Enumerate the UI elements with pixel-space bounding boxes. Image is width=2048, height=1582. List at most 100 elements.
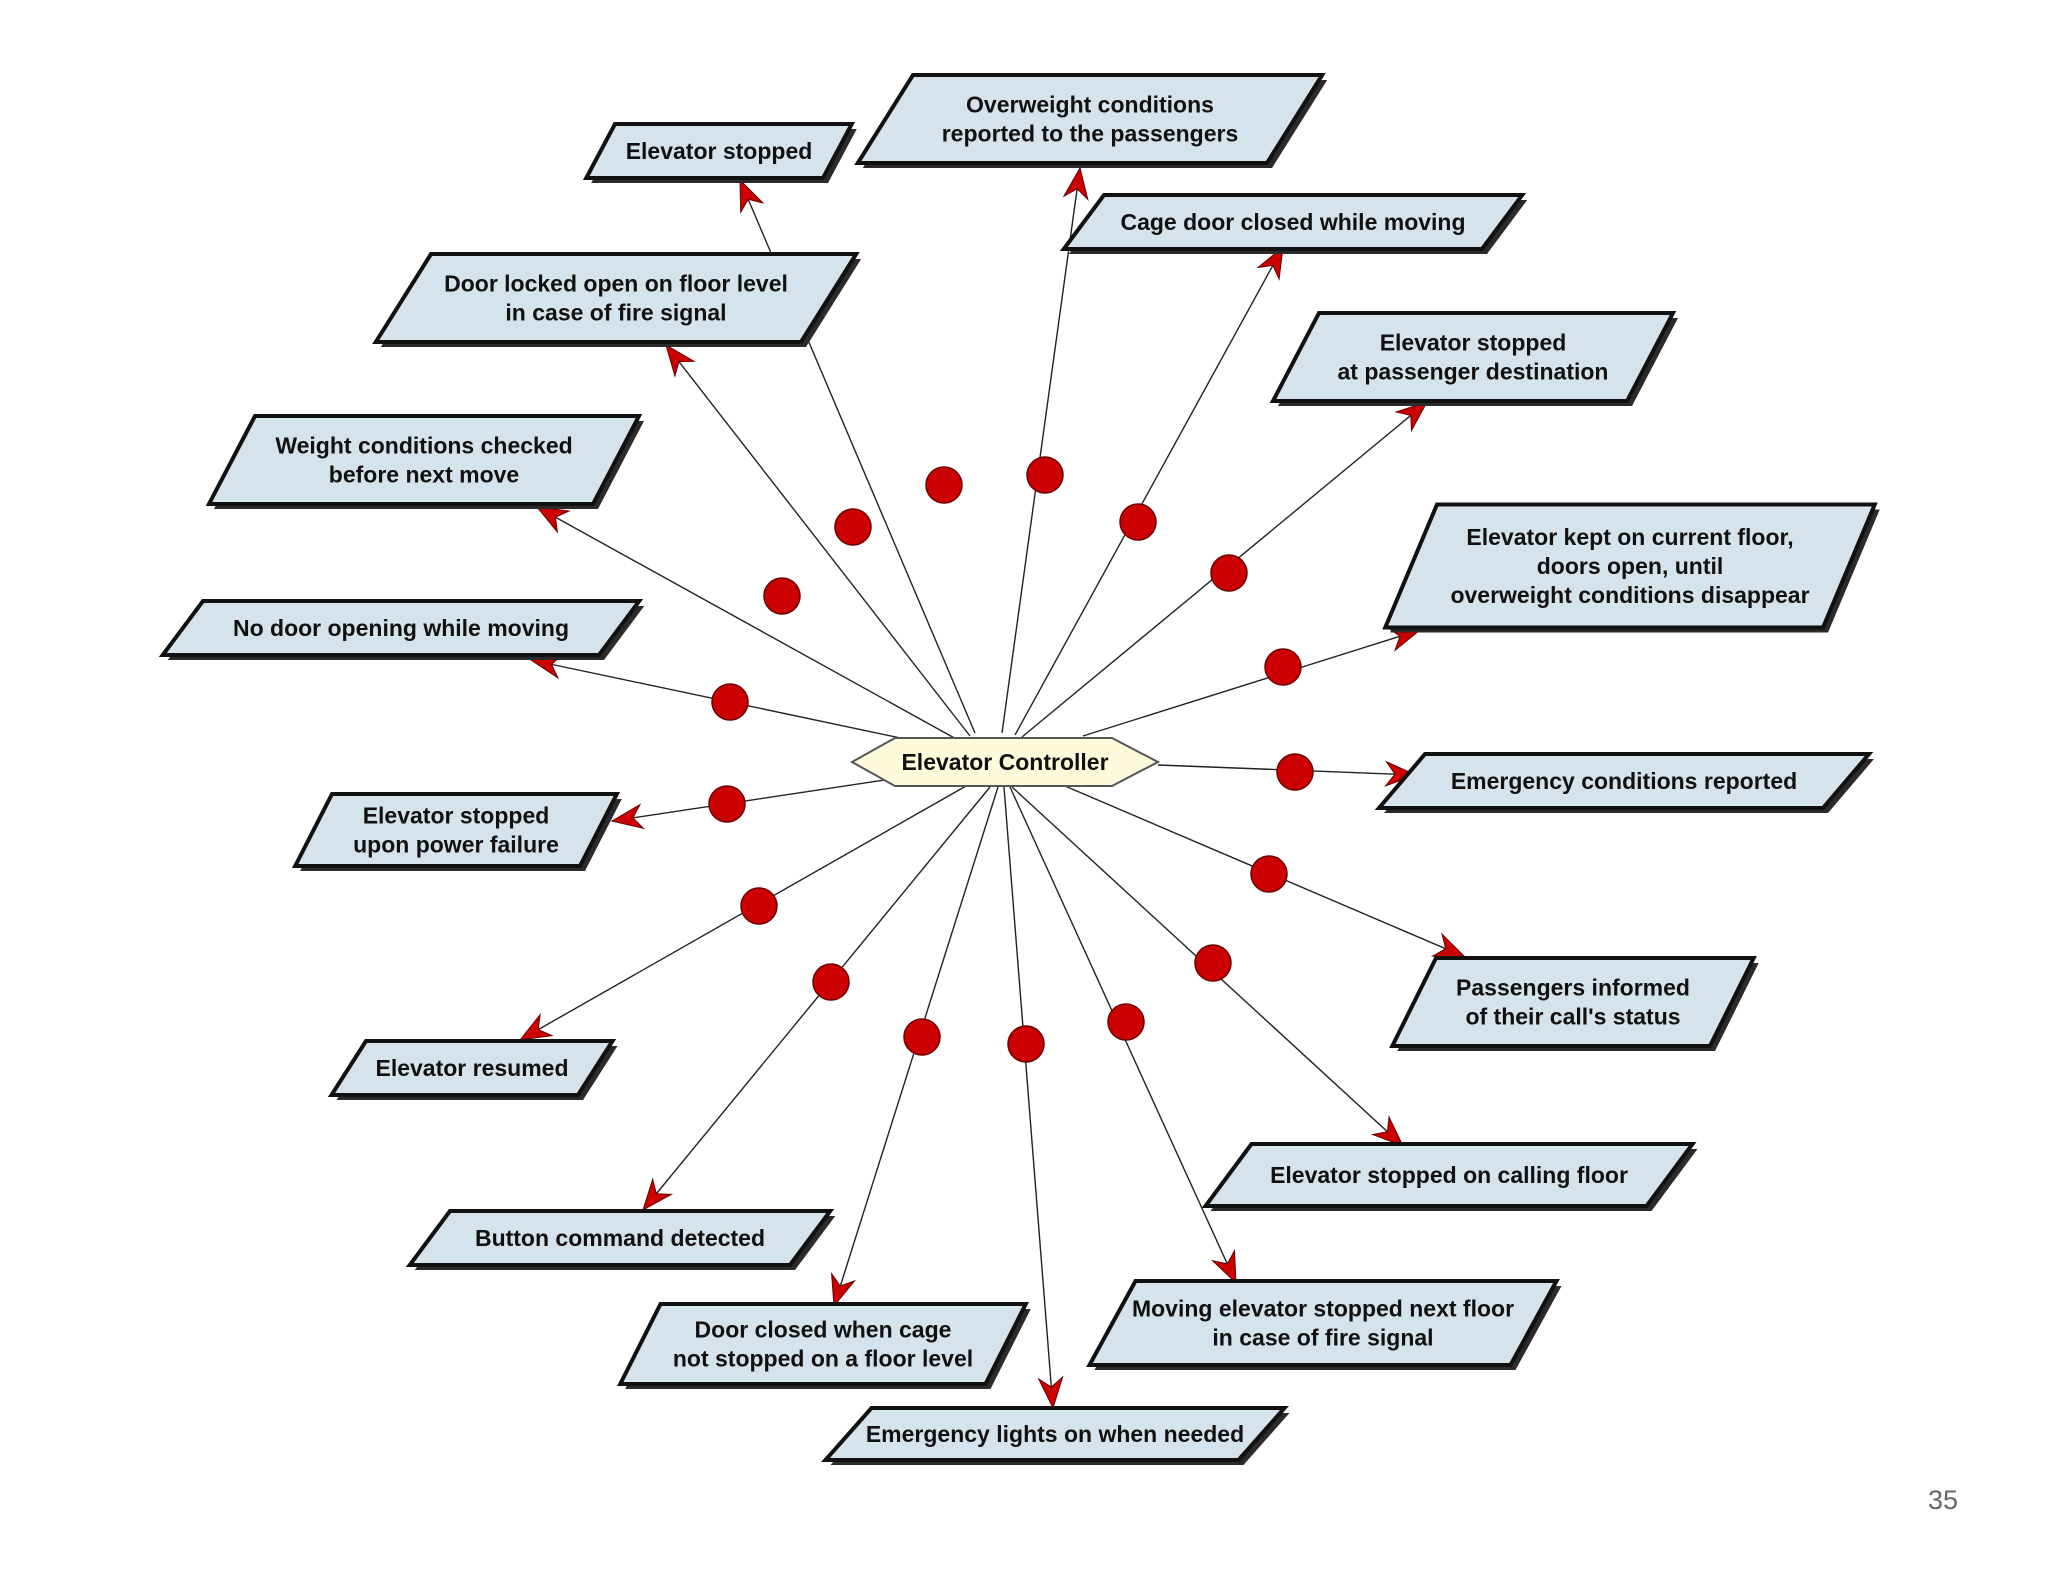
- box-shape: [1086, 1279, 1560, 1367]
- outcome-label: Elevator stopped: [363, 803, 550, 829]
- connector-line: [611, 777, 899, 822]
- outcome-box: Moving elevator stopped next floor in cas…: [1086, 1279, 1562, 1370]
- edges-layer: [518, 166, 1467, 1410]
- arrowhead-icon: [1210, 1248, 1237, 1285]
- outcome-box: Elevator resumed: [327, 1039, 618, 1100]
- outcome-label: not stopped on a floor level: [673, 1346, 973, 1372]
- outcome-box: Elevator stopped: [582, 122, 857, 183]
- box-shape: [854, 73, 1326, 165]
- outcome-label: Moving elevator stopped next floor: [1132, 1296, 1514, 1322]
- outcome-box: Button command detected: [405, 1209, 836, 1270]
- transition-dot: [1026, 456, 1064, 494]
- transition-dot: [1210, 554, 1248, 592]
- outcome-label: Weight conditions checked: [275, 433, 572, 459]
- box-shape: [327, 1039, 617, 1097]
- box-shape: [1389, 956, 1757, 1048]
- transition-dot: [1264, 648, 1302, 686]
- connector-line: [1001, 167, 1081, 734]
- outcome-label: Cage door closed while moving: [1120, 209, 1465, 235]
- outcome-label: Passengers informed: [1456, 975, 1690, 1001]
- outcome-box: Elevator stopped upon power failure: [291, 792, 622, 871]
- box-shape: [821, 1406, 1289, 1462]
- arrowhead-icon: [642, 1177, 674, 1212]
- outcome-label: Elevator stopped: [1380, 330, 1567, 356]
- transition-dot: [834, 508, 872, 546]
- connector-line: [642, 786, 991, 1211]
- arrowhead-icon: [535, 506, 571, 534]
- elevator-controller-node: Elevator Controller: [849, 737, 1161, 787]
- transition-dot: [925, 466, 963, 504]
- arrowhead-icon: [739, 178, 765, 215]
- outcome-label: before next move: [329, 462, 519, 488]
- outcome-label: in case of fire signal: [1212, 1325, 1433, 1351]
- connector-line: [1082, 629, 1421, 737]
- center-label: Elevator Controller: [901, 749, 1108, 775]
- outcome-label: Door locked open on floor level: [444, 271, 788, 297]
- outcome-box: Elevator stopped on calling floor: [1201, 1142, 1698, 1211]
- box-shape: [1382, 502, 1878, 630]
- outcome-label: Emergency lights on when needed: [866, 1421, 1244, 1447]
- arrowhead-icon: [830, 1272, 857, 1308]
- outcome-label: at passenger destination: [1338, 359, 1609, 385]
- outcome-box: Elevator stopped at passenger destination: [1269, 311, 1678, 406]
- transition-dot: [1119, 503, 1157, 541]
- box-shape: [1059, 193, 1527, 251]
- outcome-label: Elevator stopped on calling floor: [1270, 1162, 1628, 1188]
- outcome-label: of their call's status: [1465, 1004, 1680, 1030]
- outcome-label: overweight conditions disappear: [1450, 582, 1809, 608]
- transition-dot: [1194, 944, 1232, 982]
- transition-dot: [711, 683, 749, 721]
- box-shape: [1374, 752, 1874, 810]
- box-shape: [1201, 1142, 1697, 1208]
- box-shape: [158, 599, 644, 657]
- transition-dot: [708, 785, 746, 823]
- outcome-box: Emergency lights on when needed: [821, 1406, 1290, 1465]
- arrowhead-icon: [1062, 166, 1089, 202]
- transition-dot: [1107, 1003, 1145, 1041]
- outcome-label: doors open, until: [1537, 553, 1724, 579]
- outcome-label: Elevator resumed: [375, 1055, 568, 1081]
- outcome-box: Cage door closed while moving: [1059, 193, 1528, 254]
- outcome-label: Door closed when cage: [695, 1317, 952, 1343]
- outcome-label: Overweight conditions: [966, 92, 1214, 118]
- arrowhead-icon: [1384, 760, 1418, 787]
- transition-dot: [1276, 753, 1314, 791]
- outcome-label: Button command detected: [475, 1225, 765, 1251]
- page-number: 35: [1927, 1485, 1958, 1515]
- box-shape: [291, 792, 621, 868]
- outcome-label: Emergency conditions reported: [1451, 768, 1797, 794]
- transition-dot: [812, 963, 850, 1001]
- outcome-box: No door opening while moving: [158, 599, 645, 660]
- connector-line: [536, 506, 959, 741]
- outcome-box: Weight conditions checked before next mov…: [205, 414, 644, 509]
- outcome-boxes-layer: Elevator stopped Overweight conditions rep…: [158, 73, 1880, 1465]
- outcome-label: Elevator kept on current floor,: [1466, 524, 1793, 550]
- transition-dot: [763, 577, 801, 615]
- connector-line: [1003, 786, 1054, 1409]
- transition-dot: [740, 887, 778, 925]
- box-shape: [582, 122, 856, 180]
- box-shape: [617, 1302, 1029, 1386]
- outcome-label: Elevator stopped: [626, 138, 813, 164]
- outcome-label: upon power failure: [353, 832, 559, 858]
- center-hexagon: [849, 737, 1161, 787]
- arrowhead-icon: [610, 803, 646, 830]
- connector-line: [665, 344, 971, 737]
- transition-dot: [903, 1018, 941, 1056]
- connector-line: [1014, 246, 1284, 736]
- box-shape: [372, 252, 860, 344]
- arrowhead-icon: [518, 1012, 554, 1041]
- outcome-box: Overweight conditions reported to the pas…: [854, 73, 1328, 168]
- arrowhead-icon: [1256, 245, 1284, 281]
- outcome-label: reported to the passengers: [942, 121, 1239, 147]
- outcome-box: Passengers informed of their call's statu…: [1389, 956, 1759, 1051]
- arrowhead-icon: [1394, 401, 1429, 433]
- outcome-box: Door closed when cage not stopped on a fl…: [617, 1302, 1031, 1389]
- outcome-label: No door opening while moving: [233, 615, 569, 641]
- outcome-box: Elevator kept on current floor, doors ope…: [1382, 502, 1880, 633]
- arrowhead-icon: [1037, 1375, 1064, 1410]
- box-shape: [405, 1209, 835, 1267]
- outcome-box: Emergency conditions reported: [1374, 752, 1874, 813]
